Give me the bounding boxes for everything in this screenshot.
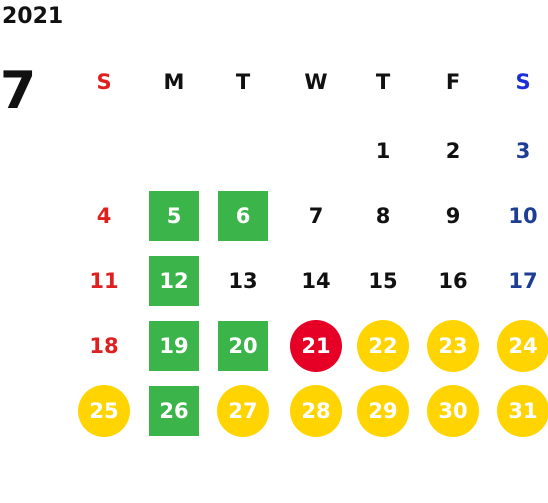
day-cell-20[interactable]: 20 — [218, 321, 268, 371]
day-cell-30[interactable]: 30 — [427, 385, 479, 437]
day-cell-8[interactable]: 8 — [375, 204, 391, 228]
day-cell-18[interactable]: 18 — [89, 334, 119, 358]
weekday-saturday: S — [515, 70, 531, 94]
day-cell-21[interactable]: 21 — [290, 320, 342, 372]
calendar-year: 2021 — [2, 4, 64, 29]
day-cell-19[interactable]: 19 — [149, 321, 199, 371]
weekday-thursday: T — [375, 70, 391, 94]
day-cell-17[interactable]: 17 — [508, 269, 538, 293]
weekday-monday: M — [163, 70, 185, 94]
day-cell-12[interactable]: 12 — [149, 256, 199, 306]
day-cell-26[interactable]: 26 — [149, 386, 199, 436]
day-cell-11[interactable]: 11 — [89, 269, 119, 293]
weekday-wednesday: W — [304, 70, 328, 94]
calendar-month: 7 — [0, 61, 37, 121]
day-cell-24[interactable]: 24 — [497, 320, 548, 372]
day-cell-29[interactable]: 29 — [357, 385, 409, 437]
day-cell-10[interactable]: 10 — [508, 204, 538, 228]
day-cell-13[interactable]: 13 — [228, 269, 258, 293]
day-cell-6[interactable]: 6 — [218, 191, 268, 241]
day-cell-3[interactable]: 3 — [515, 139, 531, 163]
day-cell-5[interactable]: 5 — [149, 191, 199, 241]
day-cell-16[interactable]: 16 — [438, 269, 468, 293]
day-cell-25[interactable]: 25 — [78, 385, 130, 437]
day-cell-7[interactable]: 7 — [308, 204, 324, 228]
day-cell-15[interactable]: 15 — [368, 269, 398, 293]
day-cell-23[interactable]: 23 — [427, 320, 479, 372]
day-cell-22[interactable]: 22 — [357, 320, 409, 372]
day-cell-1[interactable]: 1 — [375, 139, 391, 163]
day-cell-27[interactable]: 27 — [217, 385, 269, 437]
day-cell-14[interactable]: 14 — [301, 269, 331, 293]
weekday-friday: F — [445, 70, 461, 94]
weekday-tuesday: T — [235, 70, 251, 94]
day-cell-2[interactable]: 2 — [445, 139, 461, 163]
day-cell-28[interactable]: 28 — [290, 385, 342, 437]
day-cell-9[interactable]: 9 — [445, 204, 461, 228]
weekday-sunday: S — [96, 70, 112, 94]
day-cell-4[interactable]: 4 — [96, 204, 112, 228]
day-cell-31[interactable]: 31 — [497, 385, 548, 437]
